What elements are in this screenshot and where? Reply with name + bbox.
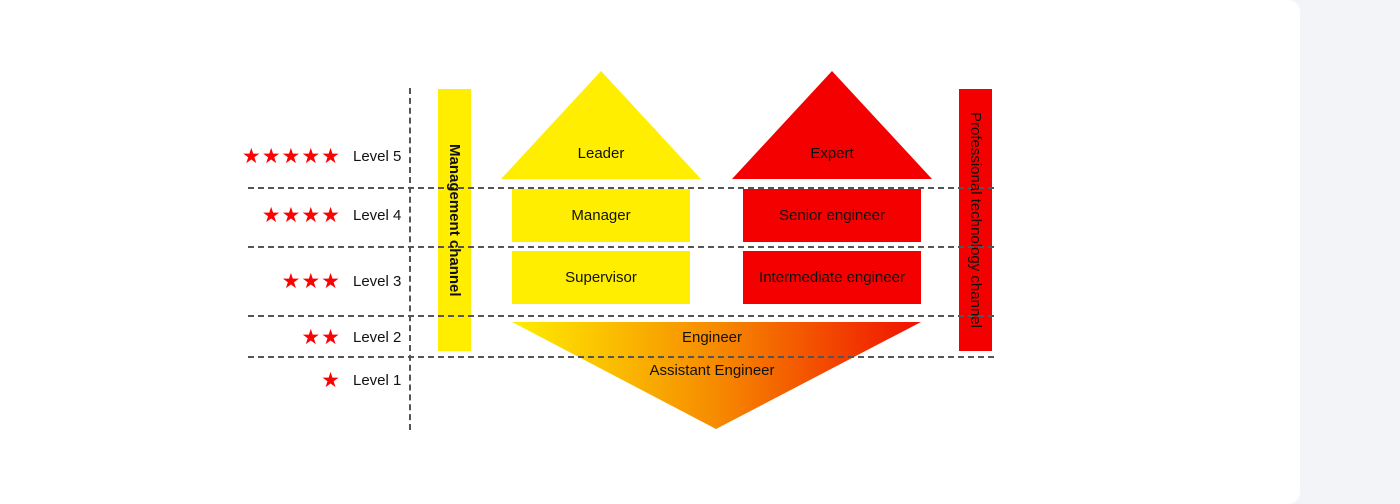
star-rating-1: ★	[321, 370, 341, 391]
star-icon: ★	[241, 144, 262, 168]
professional-channel-bar	[959, 89, 992, 351]
star-icon: ★	[301, 269, 322, 293]
star-icon: ★	[301, 144, 322, 168]
divider-level5-4	[248, 187, 994, 189]
level-row-1: ★ Level 1	[200, 368, 405, 392]
career-path-diagram: ★★★★★ Level 5 ★★★★ Level 4 ★★★ Level 3 ★…	[200, 71, 994, 430]
management-channel: Management channel	[438, 89, 471, 351]
intermediate-engineer-label: Intermediate engineer	[759, 269, 905, 286]
supervisor-label: Supervisor	[565, 269, 637, 286]
professional-channel: Professional technology channel	[959, 89, 992, 351]
management-channel-label: Management channel	[446, 143, 463, 297]
star-icon: ★	[321, 144, 341, 168]
intermediate-engineer-box	[743, 251, 921, 304]
level-label: Level 1	[353, 371, 402, 389]
manager-box	[512, 189, 690, 242]
level-row-4: ★★★★ Level 4	[200, 203, 405, 227]
level-row-3: ★★★ Level 3	[200, 269, 405, 293]
star-icon: ★	[261, 203, 282, 227]
star-icon: ★	[301, 325, 322, 349]
star-rating-5: ★★★★★	[242, 146, 341, 167]
manager-label: Manager	[571, 207, 631, 224]
expert-triangle	[732, 71, 932, 179]
engineer-label: Engineer	[681, 328, 743, 346]
level-label: Level 5	[353, 147, 402, 165]
star-rating-4: ★★★★	[262, 205, 341, 226]
star-icon: ★	[281, 269, 302, 293]
senior-engineer-label: Senior engineer	[779, 207, 885, 224]
level-label: Level 2	[353, 328, 402, 346]
assistant-engineer-label: Assistant Engineer	[649, 361, 775, 379]
star-icon: ★	[281, 144, 302, 168]
diagram-shapes	[438, 71, 992, 429]
divider-level2-1	[248, 356, 994, 358]
senior-engineer-box	[743, 189, 921, 242]
star-icon: ★	[301, 203, 322, 227]
base-inverted-triangle	[512, 322, 921, 429]
level-label: Level 4	[353, 206, 402, 224]
star-rating-2: ★★	[301, 327, 341, 348]
star-icon: ★	[281, 203, 302, 227]
expert-label: Expert	[810, 144, 854, 162]
star-icon: ★	[321, 269, 341, 293]
star-icon: ★	[321, 325, 341, 349]
star-icon: ★	[321, 203, 341, 227]
level-row-2: ★★ Level 2	[200, 325, 405, 349]
level-label: Level 3	[353, 272, 402, 290]
level-row-5: ★★★★★ Level 5	[200, 144, 405, 168]
divider-level3-2	[248, 315, 994, 317]
supervisor-box	[512, 251, 690, 304]
management-channel-bar	[438, 89, 471, 351]
professional-channel-label: Professional technology channel	[967, 112, 984, 328]
level-axis-divider	[409, 88, 411, 430]
leader-label: Leader	[577, 144, 625, 162]
leader-triangle	[501, 71, 701, 179]
divider-level4-3	[248, 246, 994, 248]
star-icon: ★	[321, 368, 341, 392]
star-icon: ★	[261, 144, 282, 168]
star-rating-3: ★★★	[282, 271, 341, 292]
